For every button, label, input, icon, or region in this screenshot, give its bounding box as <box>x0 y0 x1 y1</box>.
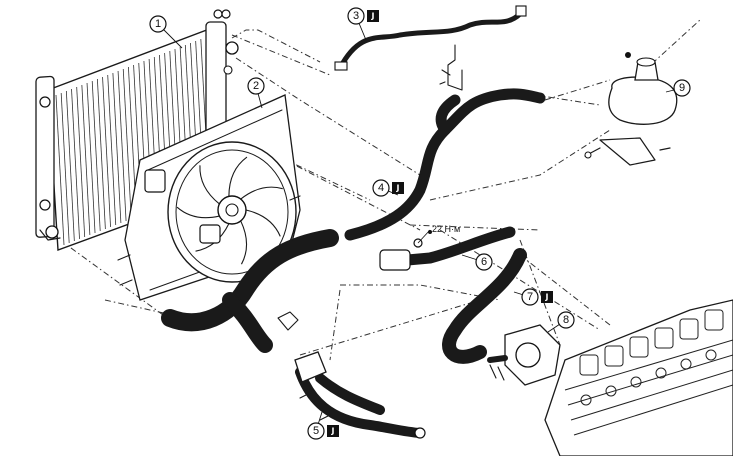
callout-number: 7 <box>527 291 533 303</box>
note-icon <box>392 182 404 194</box>
callout-8: 8 <box>547 311 575 333</box>
upper-bypass-hose <box>334 5 527 91</box>
note-icon-glyph: J <box>371 12 375 21</box>
engine-block <box>544 299 733 456</box>
callout-1: 1 <box>149 15 183 49</box>
expansion-tank <box>584 52 678 166</box>
callout-number: 6 <box>481 256 487 268</box>
note-icon-glyph: J <box>396 184 400 193</box>
note-icon <box>541 291 553 303</box>
heater-pipe-assembly <box>294 351 426 439</box>
callout-number: 2 <box>253 80 259 92</box>
callout-9: 9 <box>665 79 691 97</box>
torque-label: 22 Н·м <box>432 224 460 234</box>
callout-6: 6 <box>461 253 493 271</box>
callout-number: 3 <box>353 10 359 22</box>
callout-number: 9 <box>679 82 685 94</box>
engine-outlet-hose <box>442 248 527 364</box>
note-icon <box>327 425 339 437</box>
fan-shroud <box>117 94 301 301</box>
torque-spec: 22 Н·м <box>417 224 460 244</box>
callout-2: 2 <box>247 77 265 109</box>
heater-hose <box>344 88 546 241</box>
note-icon-glyph: J <box>331 427 335 436</box>
thermostat-housing <box>487 324 561 386</box>
callout-number: 8 <box>563 314 569 326</box>
note-icon-glyph: J <box>545 293 549 302</box>
lower-radiator-hose <box>161 229 339 353</box>
note-icon <box>367 10 379 22</box>
callout-number: 1 <box>155 18 161 30</box>
callout-number: 4 <box>378 182 384 194</box>
callout-number: 5 <box>313 425 319 437</box>
